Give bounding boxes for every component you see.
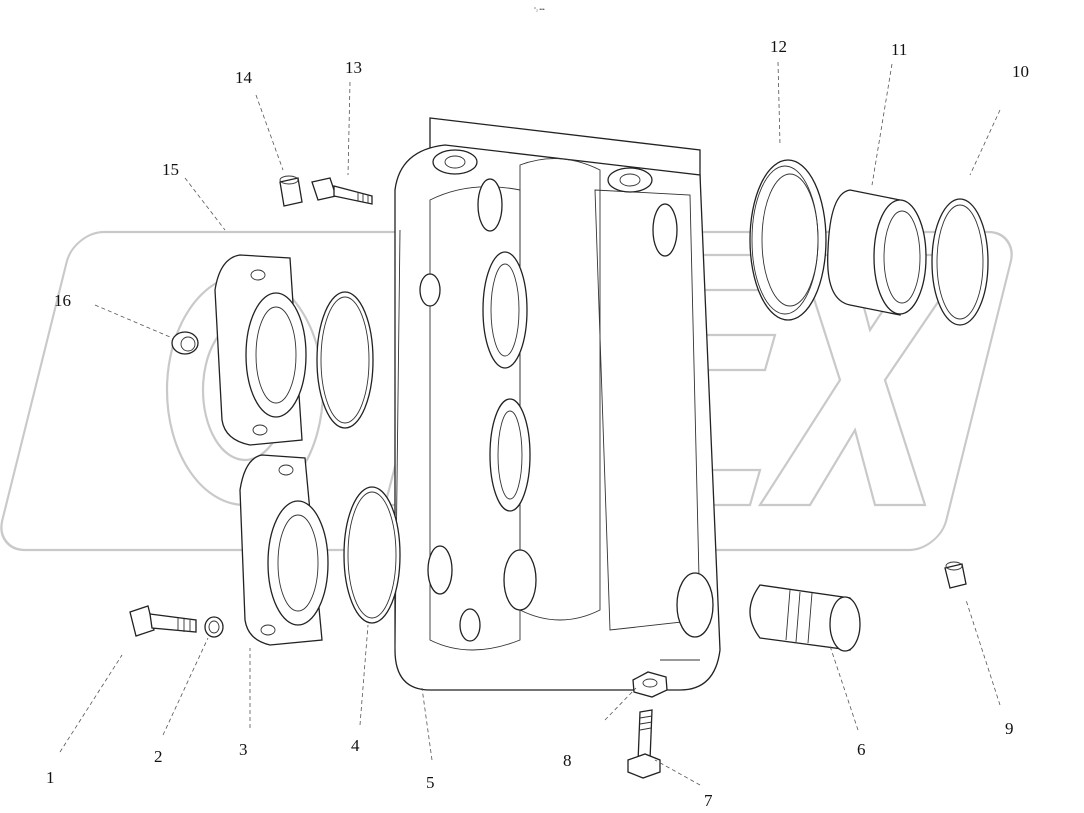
seal-part-12	[749, 159, 827, 321]
o-ring-upper	[316, 291, 374, 429]
plug-part-16	[171, 331, 199, 355]
cap-part-9	[944, 561, 967, 589]
callout-14: 14	[235, 68, 253, 87]
bolt-part-1	[129, 605, 197, 637]
callout-16: 16	[54, 291, 71, 310]
nut-part-8	[632, 671, 668, 698]
cap-part-15	[214, 254, 307, 446]
leader-lines	[59, 61, 1001, 786]
callout-8: 8	[563, 751, 572, 770]
callout-15: 15	[162, 160, 179, 179]
callout-4: 4	[351, 736, 360, 755]
callout-1: 1	[46, 768, 55, 787]
callout-labels: 1 2 3 4 5 6 7 8 9 10 11 12 13 14 15 16	[46, 37, 1029, 810]
bleed-screw-part-13	[311, 177, 373, 205]
washer-part-2	[204, 616, 224, 638]
callout-11: 11	[891, 40, 907, 59]
callout-7: 7	[704, 791, 713, 810]
sleeve-part-14	[279, 175, 303, 207]
callout-10: 10	[1012, 62, 1029, 81]
callout-12: 12	[770, 37, 787, 56]
piston-part-11	[827, 189, 927, 316]
guide-pin-part-6	[749, 584, 861, 652]
callout-2: 2	[154, 747, 163, 766]
callout-13: 13	[345, 58, 362, 77]
callout-6: 6	[857, 740, 866, 759]
bolt-part-7	[627, 709, 661, 779]
header-mark: °₂ •••	[534, 7, 545, 13]
ring-part-10	[931, 198, 989, 326]
o-ring-lower-part-4	[343, 486, 401, 624]
housing-part-5	[394, 117, 721, 691]
callout-3: 3	[239, 740, 248, 759]
cap-part-3	[239, 454, 329, 646]
callout-5: 5	[426, 773, 435, 792]
callout-9: 9	[1005, 719, 1014, 738]
